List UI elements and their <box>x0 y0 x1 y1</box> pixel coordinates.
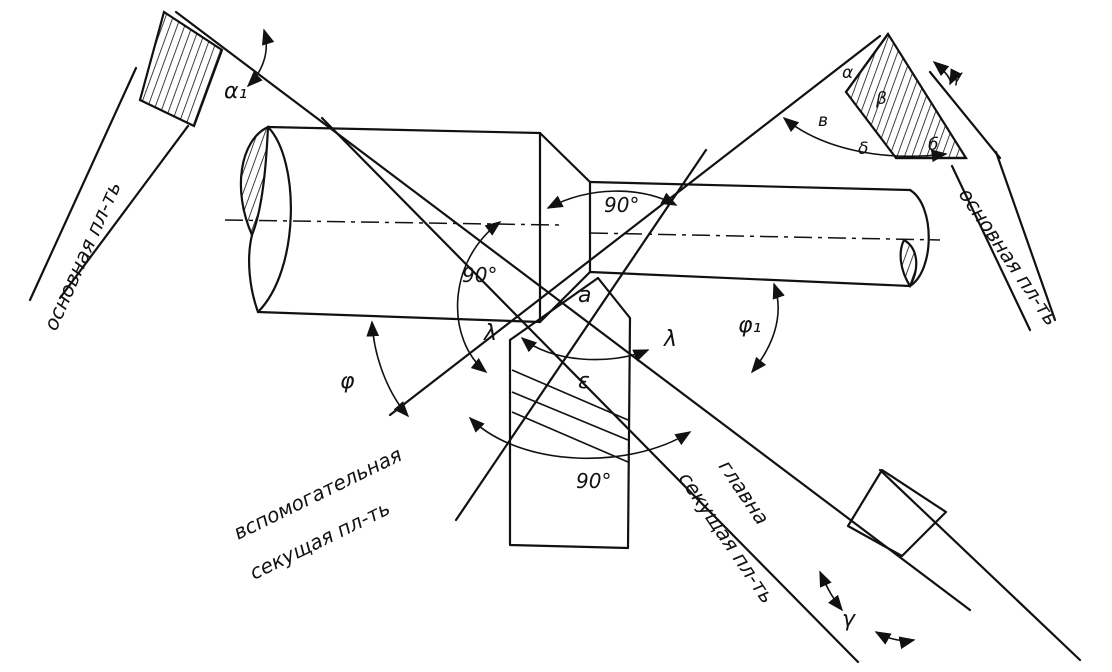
section-top-left <box>138 10 224 128</box>
section-top-right <box>844 32 1002 160</box>
left-workpiece <box>224 125 592 324</box>
alpha1-label: α₁ <box>224 79 247 104</box>
epsilon-label: ε <box>578 369 590 394</box>
angle-arcs <box>246 28 963 650</box>
delta-section-label: δ <box>858 139 868 159</box>
b-section-label: б <box>928 135 938 155</box>
alpha-section-label: α <box>842 63 853 83</box>
phi-label: φ <box>340 369 355 394</box>
angle-90-left-label: 90° <box>462 263 497 287</box>
angle-90-bottom-label: 90° <box>576 469 611 493</box>
section-bottom-right <box>846 468 948 558</box>
lambda-left-label: λ <box>483 321 497 346</box>
plane-lines <box>28 10 1082 664</box>
beta-section-label: β <box>875 89 887 109</box>
gamma-bottom-label: γ <box>842 607 856 632</box>
lambda-right-label: λ <box>663 327 677 352</box>
v-section-label: в <box>818 111 828 131</box>
right-workpiece <box>588 180 941 289</box>
gamma-section-label: γ <box>952 67 963 87</box>
phi1-label: φ₁ <box>738 313 761 338</box>
point-a-label: a <box>578 283 591 308</box>
main-plane-label-line2: секущая пл-ть <box>674 467 780 607</box>
basic-plane-left-label: основная пл-ть <box>39 178 126 334</box>
basic-plane-right-label: основная пл-ть <box>954 183 1064 330</box>
angle-90-top-label: 90° <box>604 193 639 217</box>
